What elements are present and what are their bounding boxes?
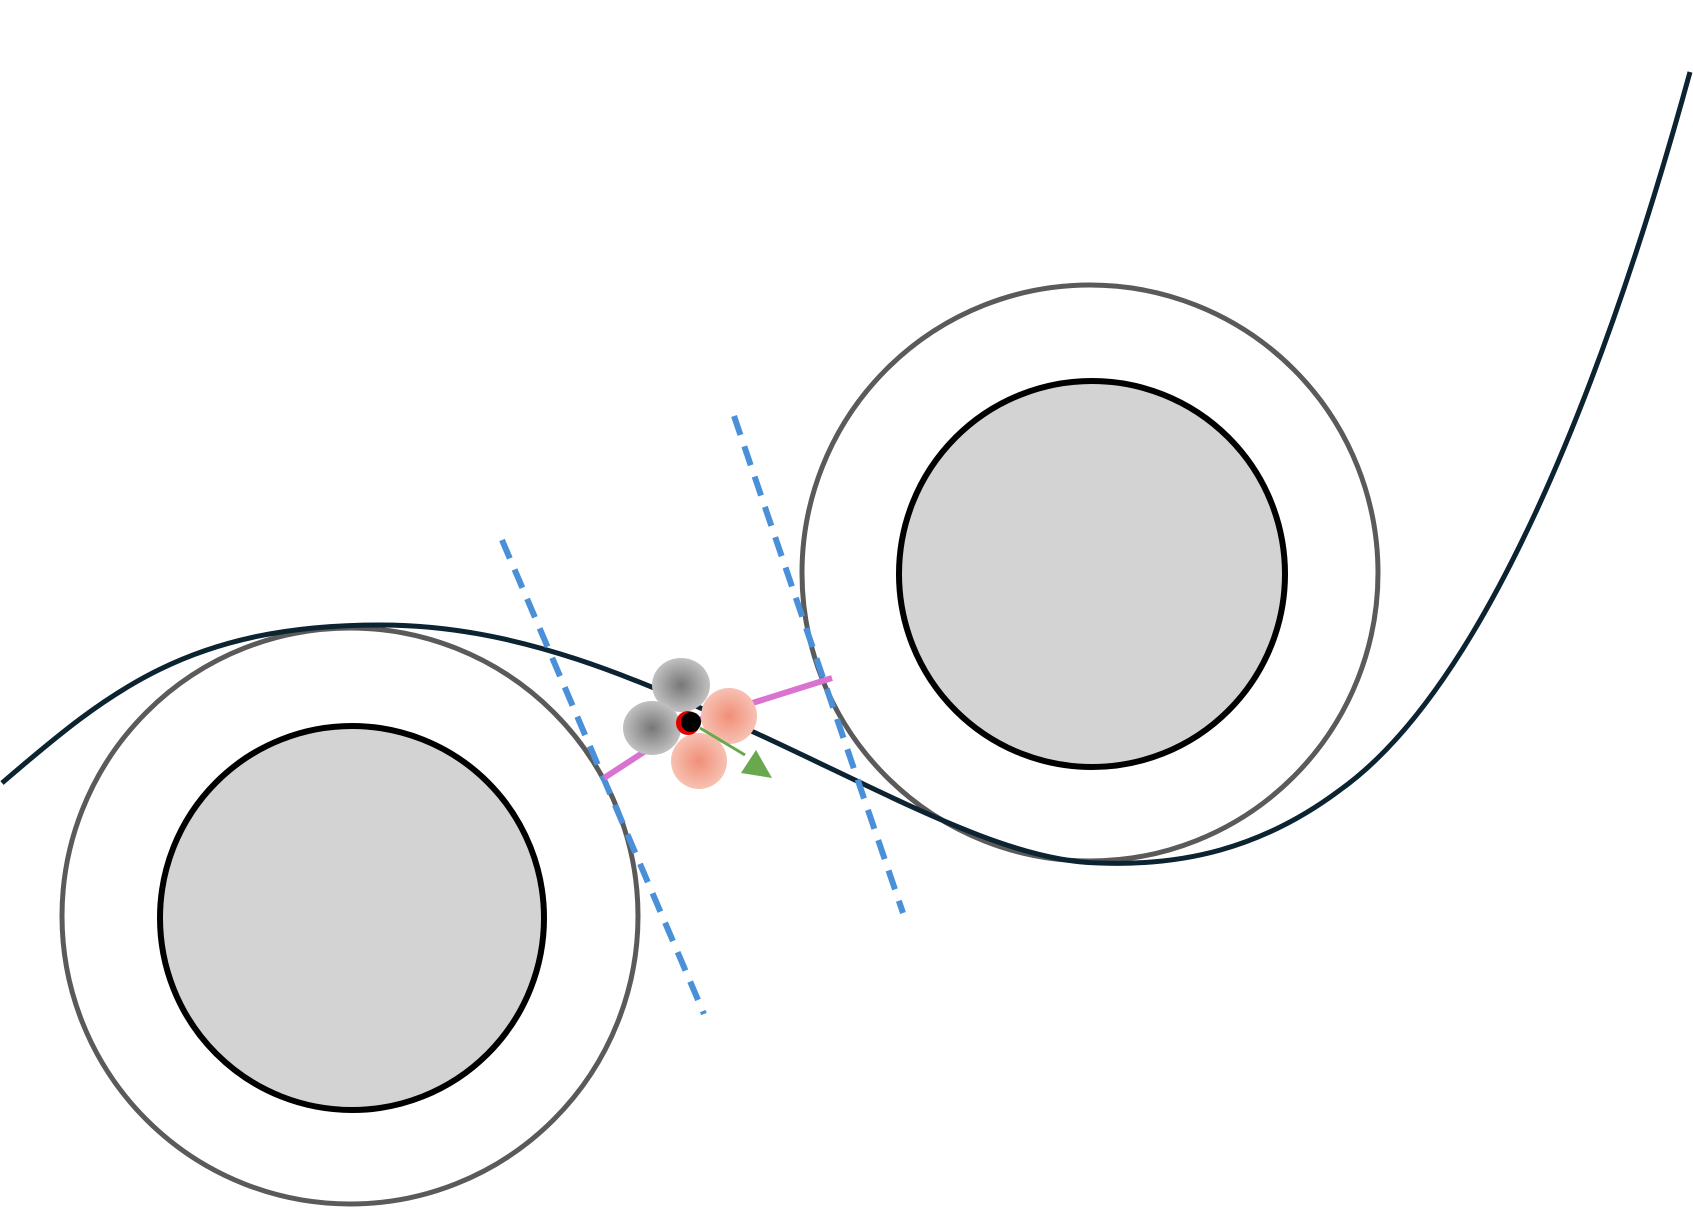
particle-direction-stem xyxy=(699,726,746,757)
lobe-peach-bottom xyxy=(671,733,727,789)
tangent-line-right xyxy=(731,415,906,914)
left-wheel-hub xyxy=(157,723,547,1113)
tangent-line-left xyxy=(499,538,707,1016)
particle xyxy=(623,658,757,789)
lobe-peach-right xyxy=(701,688,757,744)
particle-center-dot xyxy=(681,712,701,732)
lobe-gray-top xyxy=(652,658,710,712)
right-wheel xyxy=(799,282,1381,864)
lobe-gray-left xyxy=(623,701,681,755)
direction-arrow xyxy=(741,750,772,778)
left-wheel xyxy=(59,625,641,1207)
right-wheel-hub xyxy=(896,378,1288,770)
strand-curve xyxy=(0,71,1693,866)
